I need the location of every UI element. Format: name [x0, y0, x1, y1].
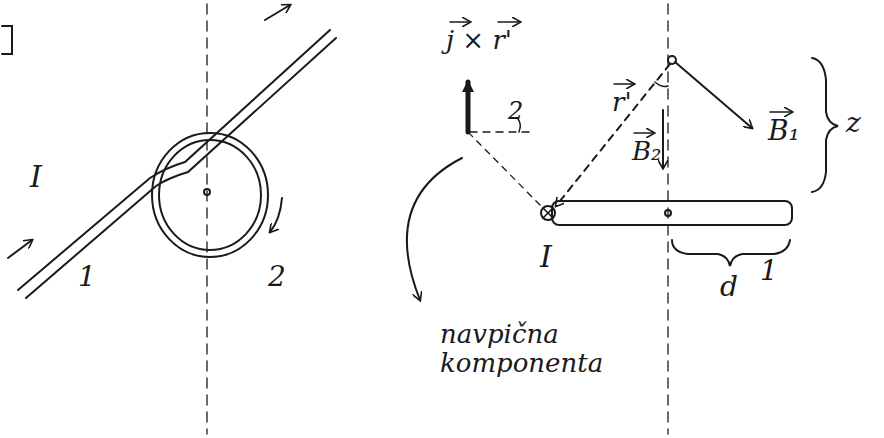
vector-label: B₂: [632, 137, 662, 166]
current-label: I: [30, 160, 42, 193]
part-number: 1: [78, 262, 96, 293]
bracket: [2, 26, 12, 54]
rod: [552, 201, 792, 225]
angle-label: 2: [508, 98, 523, 124]
loop: [159, 140, 261, 250]
dimension-label: d: [720, 272, 738, 303]
vector-label: B₁: [768, 116, 800, 147]
note: navpična komponenta: [440, 320, 680, 377]
loop: [152, 133, 268, 257]
wire: [18, 30, 330, 290]
vector-label: j × r': [446, 26, 512, 55]
vector-label: r': [612, 88, 632, 117]
part-number: 2: [268, 262, 286, 293]
current-into-page: [541, 206, 555, 220]
wire: [26, 38, 336, 298]
part-number: 1: [760, 256, 778, 287]
dimension-label: z: [846, 108, 861, 139]
current-label: I: [540, 240, 552, 273]
